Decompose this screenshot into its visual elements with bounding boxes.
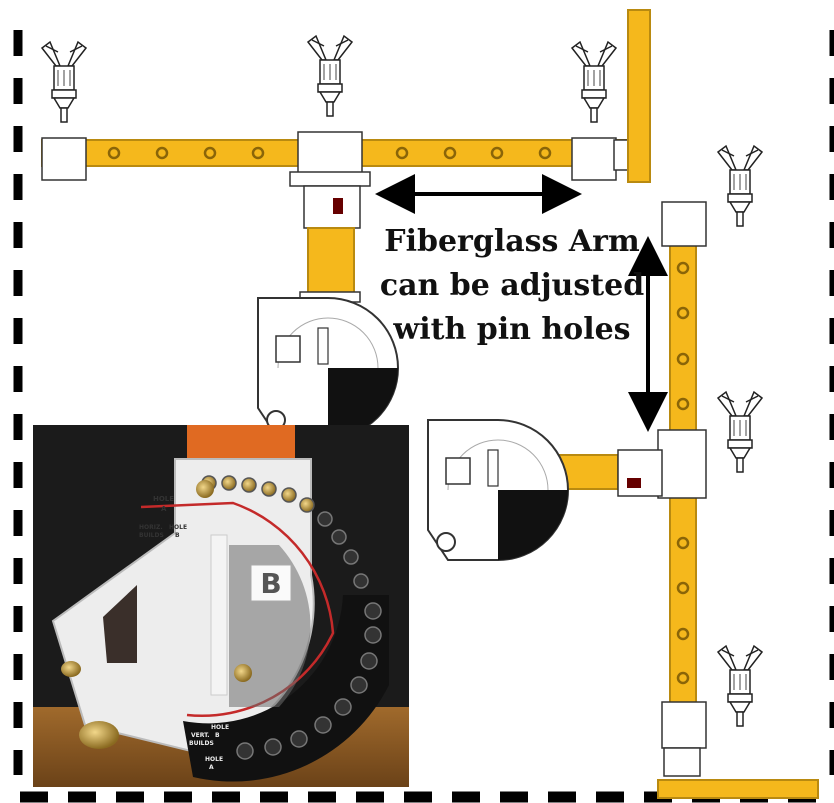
clamp-icon — [718, 392, 762, 472]
photo-label-hole-b-bottom: HOLE — [211, 724, 229, 731]
angle-gauge-icon — [428, 420, 568, 560]
photo-label-hole-b-top: HOLE — [169, 524, 187, 531]
clamp-icon — [42, 42, 86, 122]
photo-label-vert: VERT. — [191, 732, 210, 739]
clamp-icon — [308, 36, 352, 116]
center-stub-arm — [290, 172, 370, 302]
callout-line-2: can be adjusted — [374, 264, 650, 308]
photo-label-hole-a-bottom-letter: A — [209, 764, 214, 771]
photo-label-horiz-builds: BUILDS — [139, 532, 164, 539]
photo-letter: B — [260, 567, 281, 600]
clamp-icon — [718, 146, 762, 226]
horizontal-fiberglass-arm — [42, 10, 650, 182]
photo-label-horiz: HORIZ. — [139, 524, 163, 531]
photo-label-hole-b-top-letter: B — [175, 532, 180, 539]
callout-line-3: with pin holes — [374, 308, 650, 352]
photo-label-vert-builds: BUILDS — [189, 740, 214, 747]
clamp-icon — [718, 646, 762, 726]
photo-label-hole-b-bottom-letter: B — [215, 732, 220, 739]
clamp-icon — [572, 42, 616, 122]
callout-line-1: Fiberglass Arm — [374, 220, 650, 264]
photo-label-hole-a-top-letter: A — [161, 505, 167, 513]
photo-label-hole-a-bottom: HOLE — [205, 756, 223, 763]
angle-gauge-photo: B HOLE A HORIZ. BUILDS HOLE B VERT. BUIL… — [33, 425, 409, 787]
photo-label-hole-a-top: HOLE — [153, 495, 174, 503]
fiberglass-arm-callout: Fiberglass Arm can be adjusted with pin … — [374, 220, 650, 352]
